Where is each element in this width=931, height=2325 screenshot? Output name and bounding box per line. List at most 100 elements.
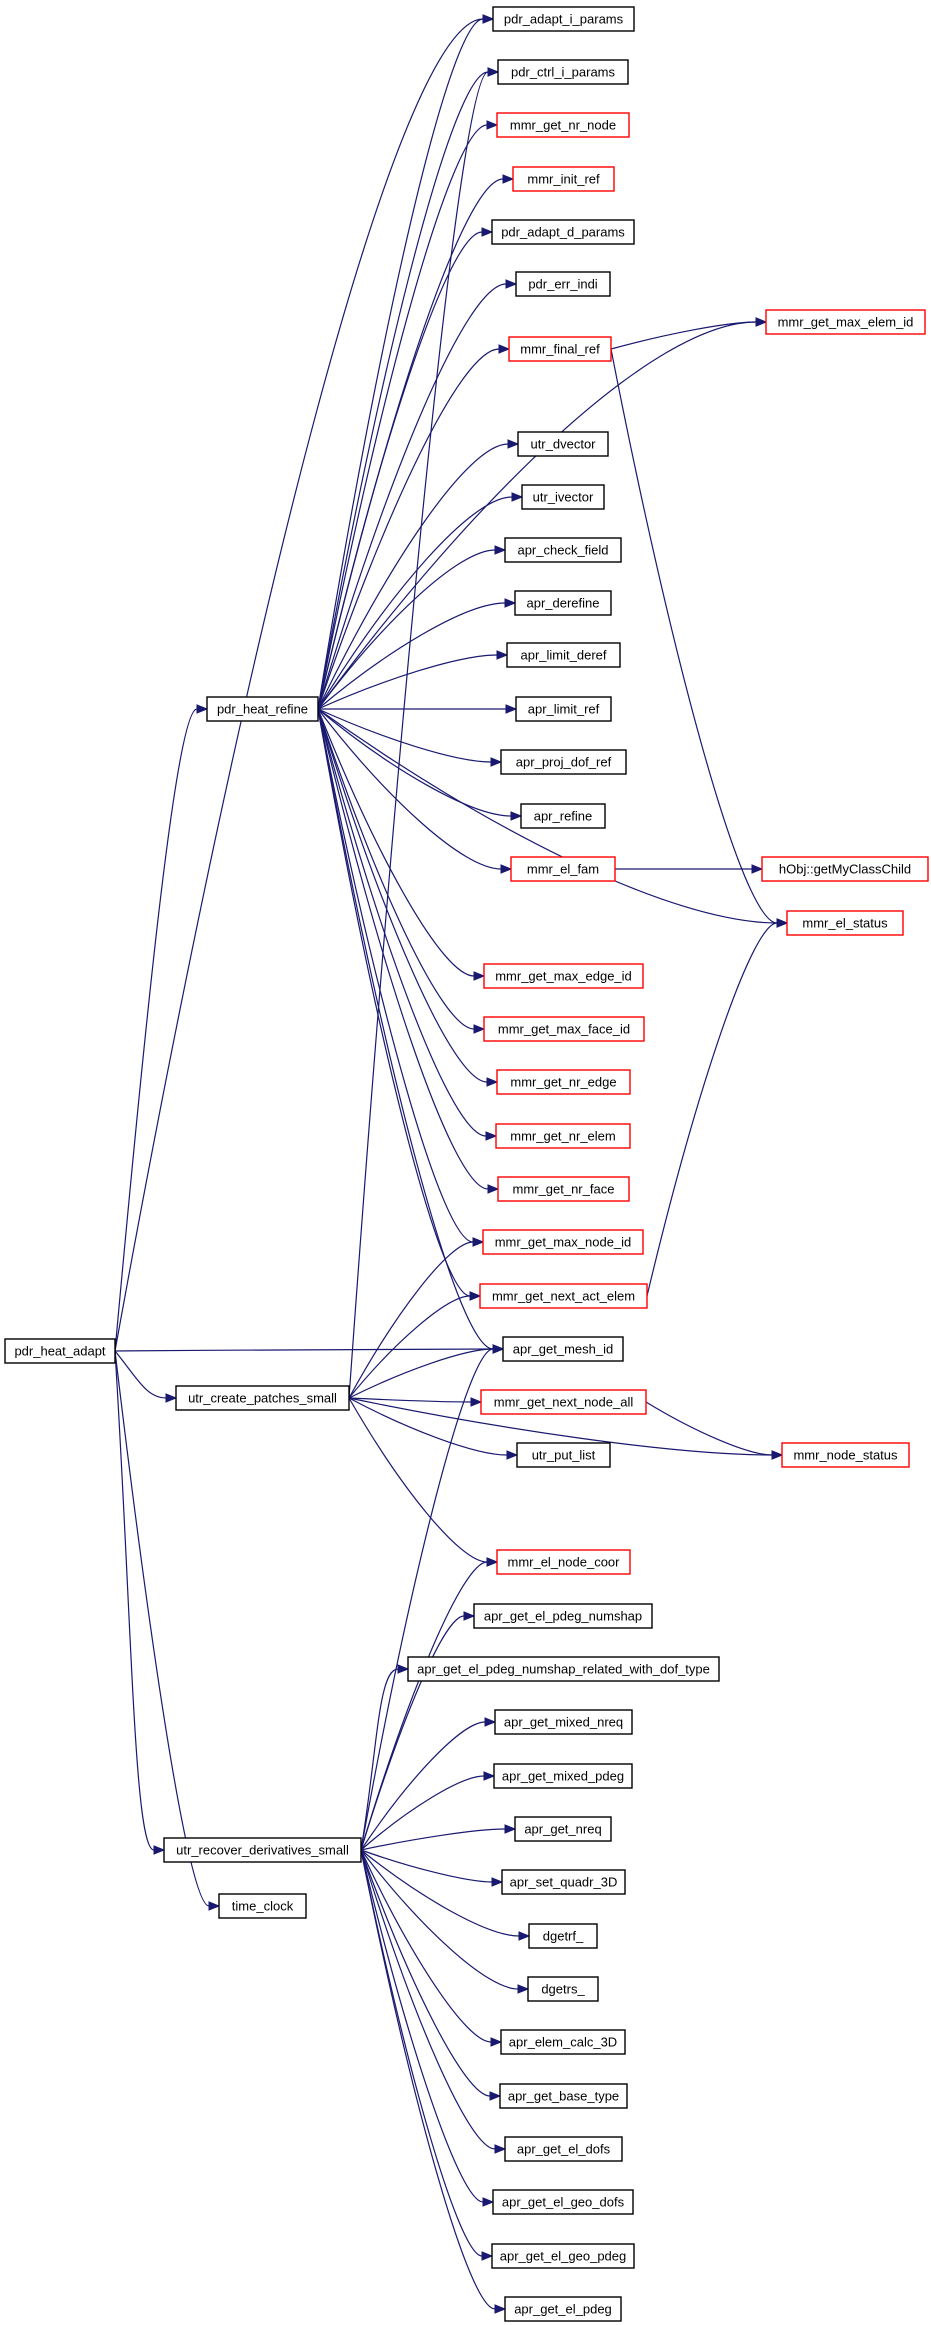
node-apr-get-mixed-nreq[interactable]: apr_get_mixed_nreq (494, 1709, 633, 1735)
node-apr-limit-ref[interactable]: apr_limit_ref (515, 696, 612, 722)
node-utr-create-patches-small[interactable]: utr_create_patches_small (175, 1385, 350, 1411)
node-label: mmr_el_fam (527, 862, 599, 877)
node-dgetrf-[interactable]: dgetrf_ (528, 1923, 598, 1949)
node-apr-set-quadr-3D[interactable]: apr_set_quadr_3D (501, 1869, 626, 1895)
node-box (504, 537, 622, 563)
node-box (528, 1923, 598, 1949)
node-mmr-node-status[interactable]: mmr_node_status (781, 1442, 910, 1468)
node-mmr-init-ref[interactable]: mmr_init_ref (512, 166, 615, 192)
node-pdr-ctrl-i-params[interactable]: pdr_ctrl_i_params (497, 59, 629, 85)
node-apr-get-el-pdeg-numshap-related-with-dof-type[interactable]: apr_get_el_pdeg_numshap_related_with_dof… (407, 1656, 720, 1682)
edge-line (645, 1401, 773, 1456)
node-utr-ivector[interactable]: utr_ivector (521, 484, 605, 510)
arrowhead-icon (505, 704, 518, 714)
edge-mmr_get_next_node_all-to-mmr_node_status (645, 1401, 784, 1460)
node-apr-get-el-geo-pdeg[interactable]: apr_get_el_geo_pdeg (491, 2243, 635, 2269)
edge-utr_recover_derivatives_small-to-apr_get_el_geo_pdeg (360, 1849, 494, 2261)
arrowhead-icon (482, 2197, 495, 2207)
edge-utr_recover_derivatives_small-to-apr_set_quadr_3D (360, 1849, 504, 1887)
node-apr-elem-calc-3D[interactable]: apr_elem_calc_3D (500, 2029, 626, 2055)
edge-line (317, 18, 484, 710)
edge-line (610, 348, 778, 924)
edge-utr_create_patches_small-to-mmr_get_next_node_all (348, 1397, 483, 1407)
node-mmr-get-nr-node[interactable]: mmr_get_nr_node (496, 112, 630, 138)
arrowhead-icon (486, 1077, 499, 1087)
node-box (521, 484, 605, 510)
node-mmr-get-nr-face[interactable]: mmr_get_nr_face (497, 1176, 630, 1202)
node-mmr-get-max-elem-id[interactable]: mmr_get_max_elem_id (765, 309, 926, 335)
node-mmr-el-status[interactable]: mmr_el_status (786, 910, 904, 936)
node-label: apr_proj_dof_ref (516, 755, 612, 770)
arrowhead-icon (491, 1877, 504, 1887)
node-box (781, 1442, 910, 1468)
node-apr-limit-deref[interactable]: apr_limit_deref (506, 642, 621, 668)
node-utr-recover-derivatives-small[interactable]: utr_recover_derivatives_small (163, 1837, 362, 1863)
edge-mmr_get_next_act_elem-to-mmr_el_status (646, 918, 789, 1297)
node-mmr-get-max-node-id[interactable]: mmr_get_max_node_id (482, 1229, 644, 1255)
node-apr-get-el-pdeg[interactable]: apr_get_el_pdeg (504, 2296, 622, 2322)
node-label: hObj::getMyClassChild (779, 862, 911, 877)
node-label: apr_set_quadr_3D (510, 1875, 618, 1890)
edge-pdr_heat_refine-to-apr_limit_ref (318, 704, 518, 714)
node-mmr-get-max-edge-id[interactable]: mmr_get_max_edge_id (483, 963, 644, 989)
arrowhead-icon (481, 227, 494, 237)
node-label: mmr_get_next_node_all (494, 1395, 634, 1410)
arrowhead-icon (494, 2304, 507, 2314)
edge-line (360, 1849, 484, 2203)
arrowhead-icon (751, 864, 764, 874)
edge-mmr_final_ref-to-mmr_el_status (610, 348, 789, 928)
node-apr-get-base-type[interactable]: apr_get_base_type (499, 2083, 628, 2109)
node-pdr-adapt-i-params[interactable]: pdr_adapt_i_params (492, 6, 635, 32)
node-apr-get-nreq[interactable]: apr_get_nreq (514, 1816, 612, 1842)
node-apr-check-field[interactable]: apr_check_field (504, 537, 622, 563)
node-hObj-getMyClassChild[interactable]: hObj::getMyClassChild (761, 856, 929, 882)
node-mmr-get-nr-elem[interactable]: mmr_get_nr_elem (495, 1123, 631, 1149)
arrowhead-icon (755, 317, 768, 327)
node-mmr-get-nr-edge[interactable]: mmr_get_nr_edge (496, 1069, 631, 1095)
node-apr-get-mixed-pdeg[interactable]: apr_get_mixed_pdeg (493, 1763, 633, 1789)
edge-utr_create_patches_small-to-mmr_el_node_coor (348, 1397, 499, 1567)
node-apr-get-mesh-id[interactable]: apr_get_mesh_id (502, 1336, 624, 1362)
node-mmr-final-ref[interactable]: mmr_final_ref (508, 336, 612, 362)
arrowhead-icon (463, 1611, 476, 1621)
arrowhead-icon (472, 1237, 485, 1247)
edge-utr_recover_derivatives_small-to-apr_get_mixed_pdeg (360, 1771, 496, 1851)
node-pdr-adapt-d-params[interactable]: pdr_adapt_d_params (491, 219, 635, 245)
edge-line (317, 708, 475, 1030)
node-mmr-el-fam[interactable]: mmr_el_fam (510, 856, 616, 882)
arrowhead-icon (505, 279, 518, 289)
node-apr-get-el-dofs[interactable]: apr_get_el_dofs (504, 2136, 623, 2162)
node-apr-get-el-geo-dofs[interactable]: apr_get_el_geo_dofs (492, 2189, 634, 2215)
node-box (493, 1763, 633, 1789)
node-pdr-heat-refine[interactable]: pdr_heat_refine (206, 696, 319, 722)
node-dgetrs-[interactable]: dgetrs_ (527, 1976, 599, 2002)
node-label: apr_refine (534, 809, 593, 824)
node-label: mmr_get_max_node_id (495, 1235, 632, 1250)
arrowhead-icon (490, 2037, 503, 2047)
node-mmr-el-node-coor[interactable]: mmr_el_node_coor (496, 1549, 631, 1575)
edge-utr_recover_derivatives_small-to-apr_get_el_pdeg_numshap (360, 1611, 476, 1851)
arrowhead-icon (484, 1717, 497, 1727)
node-utr-dvector[interactable]: utr_dvector (517, 431, 609, 457)
node-mmr-get-next-act-elem[interactable]: mmr_get_next_act_elem (479, 1283, 648, 1309)
edge-line (360, 1615, 465, 1851)
edge-mmr_el_fam-to-hObj_getMyClassChild (615, 864, 764, 874)
edge-pdr_heat_adapt-to-pdr_heat_refine (114, 704, 209, 1352)
node-utr-put-list[interactable]: utr_put_list (516, 1442, 611, 1468)
node-pdr-err-indi[interactable]: pdr_err_indi (515, 271, 611, 297)
node-box (515, 271, 611, 297)
node-apr-get-el-pdeg-numshap[interactable]: apr_get_el_pdeg_numshap (473, 1603, 653, 1629)
arrowhead-icon (510, 811, 523, 821)
node-mmr-get-next-node-all[interactable]: mmr_get_next_node_all (480, 1389, 647, 1415)
node-apr-proj-dof-ref[interactable]: apr_proj_dof_ref (500, 749, 627, 775)
arrowhead-icon (481, 2251, 494, 2261)
node-label: apr_get_el_pdeg_numshap_related_with_dof… (417, 1662, 710, 1677)
node-box (504, 2136, 623, 2162)
node-mmr-get-max-face-id[interactable]: mmr_get_max_face_id (483, 1016, 645, 1042)
node-apr-derefine[interactable]: apr_derefine (514, 590, 612, 616)
arrowhead-icon (483, 1771, 496, 1781)
edge-pdr_heat_refine-to-pdr_err_indi (317, 279, 518, 710)
node-apr-refine[interactable]: apr_refine (520, 803, 606, 829)
edge-pdr_heat_refine-to-mmr_get_nr_node (317, 120, 499, 710)
node-time-clock[interactable]: time_clock (218, 1893, 307, 1919)
